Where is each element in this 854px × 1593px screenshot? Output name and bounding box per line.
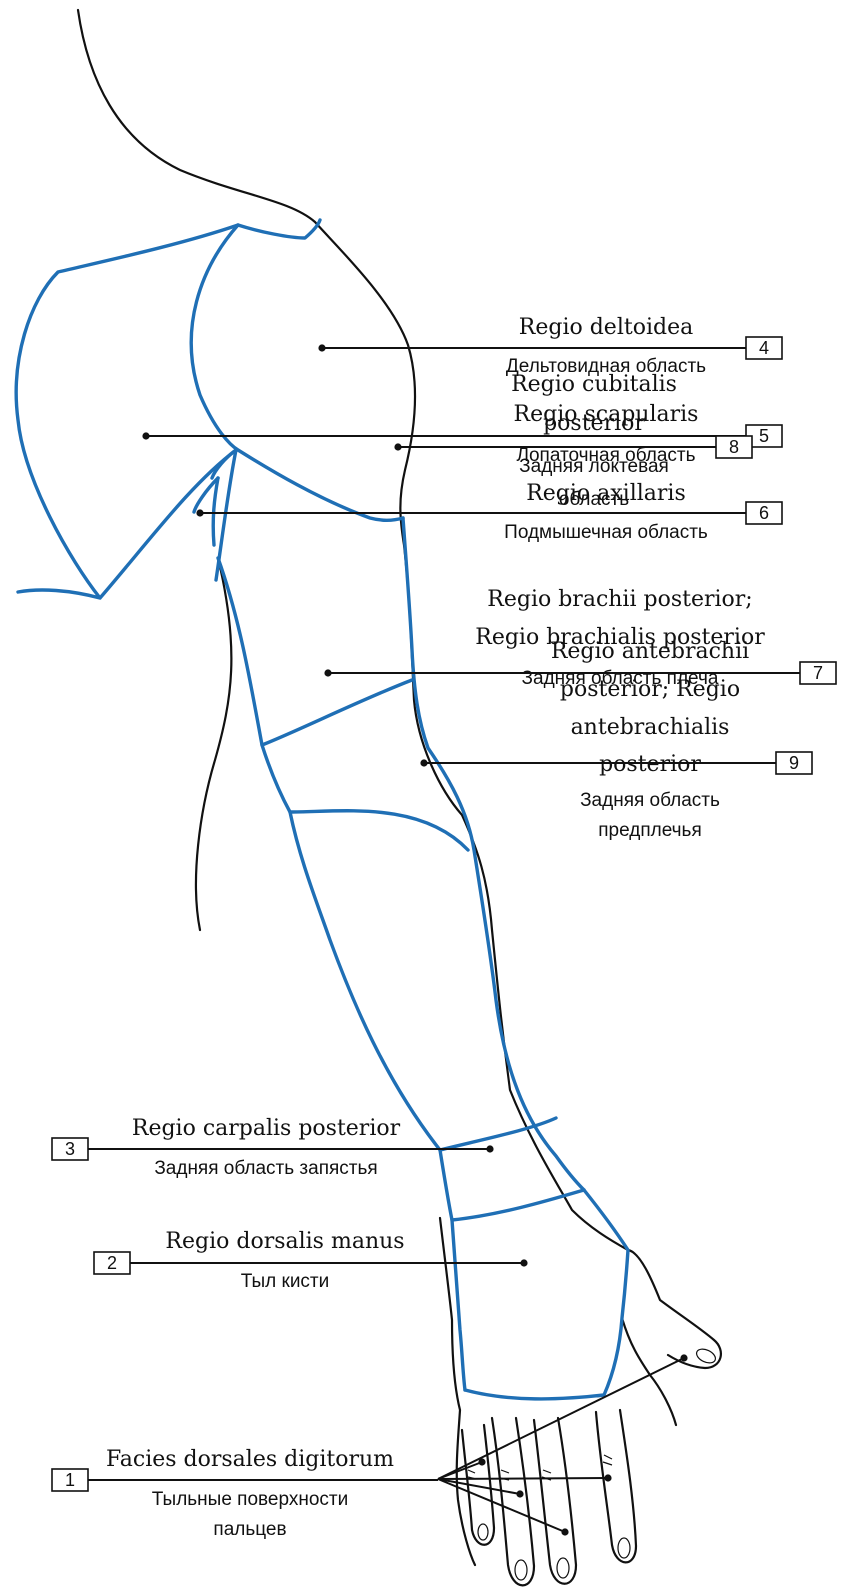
latin-name-9-line-4: posterior	[599, 752, 701, 777]
leader-branch-1-2	[438, 1462, 482, 1479]
anchor-dot-1-2	[478, 1458, 485, 1465]
russian-name-8-line-1: Задняя локтевая	[519, 456, 669, 477]
elbow-lower-border	[290, 811, 468, 850]
anchor-dot-4	[318, 344, 325, 351]
elbow-upper-border	[262, 680, 412, 745]
russian-name-1-line-2: пальцев	[213, 1519, 286, 1540]
russian-name-3-line-1: Задняя область запястья	[154, 1158, 377, 1179]
deltoid-region-border	[191, 220, 403, 520]
russian-name-9-line-2: предплечья	[598, 820, 702, 841]
latin-name-1-line-1: Facies dorsales digitorum	[106, 1447, 394, 1472]
number-3: 3	[65, 1139, 75, 1159]
leader-branch-1-1	[438, 1358, 684, 1479]
russian-name-8-line-2: область	[559, 489, 629, 510]
anchor-dot-2	[520, 1259, 527, 1266]
latin-name-9-line-1: Regio antebrachii	[551, 639, 749, 664]
number-1: 1	[65, 1470, 75, 1490]
latin-name-9-line-3: antebrachialis	[571, 715, 730, 740]
anchor-dot-7	[324, 669, 331, 676]
russian-name-2-line-1: Тыл кисти	[241, 1271, 330, 1292]
anchor-dot-1-3	[604, 1474, 611, 1481]
anchor-dot-3	[486, 1145, 493, 1152]
anchor-dot-9	[420, 759, 427, 766]
anchor-dot-5	[142, 432, 149, 439]
finger-index	[596, 1410, 636, 1562]
russian-name-6-line-1: Подмышечная область	[504, 522, 708, 543]
nail-index	[618, 1538, 630, 1558]
hand-dorsum-border	[465, 1190, 628, 1399]
wrist-lower-border	[452, 1190, 584, 1220]
anchor-dot-1-5	[561, 1528, 568, 1535]
latin-name-9-line-2: posterior; Regio	[560, 677, 740, 702]
number-6: 6	[759, 503, 769, 523]
leader-branch-1-3	[438, 1478, 608, 1479]
number-9: 9	[789, 753, 799, 773]
brachial-region-lateral-border	[403, 518, 584, 1190]
knuckle-crease-4	[468, 1470, 476, 1479]
anchor-dot-8	[394, 443, 401, 450]
latin-name-8-line-1: Regio cubitalis	[511, 372, 677, 397]
axillary-region-border	[212, 450, 236, 580]
nail-middle	[557, 1558, 569, 1578]
nail-thumb	[694, 1346, 717, 1365]
anchor-dot-1-1	[680, 1354, 687, 1361]
number-2: 2	[107, 1253, 117, 1273]
number-4: 4	[759, 338, 769, 358]
latin-name-7-line-1: Regio brachii posterior;	[487, 587, 752, 612]
inner-trunk-contour	[196, 558, 231, 930]
number-7: 7	[813, 663, 823, 683]
latin-name-2-line-1: Regio dorsalis manus	[165, 1229, 404, 1254]
latin-name-4-line-1: Regio deltoidea	[519, 315, 693, 340]
anchor-dot-6	[196, 509, 203, 516]
number-5: 5	[759, 426, 769, 446]
knuckle-crease-1	[603, 1455, 612, 1465]
number-8: 8	[729, 437, 739, 457]
nail-ring	[515, 1560, 527, 1580]
brachial-region-medial-border	[218, 558, 465, 1390]
latin-name-8-line-2: posterior	[543, 411, 645, 436]
finger-middle	[534, 1418, 576, 1584]
russian-name-9-line-1: Задняя область	[580, 790, 720, 811]
anchor-dot-1-4	[516, 1490, 523, 1497]
nail-little	[478, 1524, 488, 1540]
thumb-contour	[622, 1318, 676, 1425]
leader-branch-1-4	[438, 1479, 520, 1494]
russian-name-1-line-1: Тыльные поверхности	[152, 1489, 348, 1510]
latin-name-3-line-1: Regio carpalis posterior	[132, 1116, 401, 1141]
